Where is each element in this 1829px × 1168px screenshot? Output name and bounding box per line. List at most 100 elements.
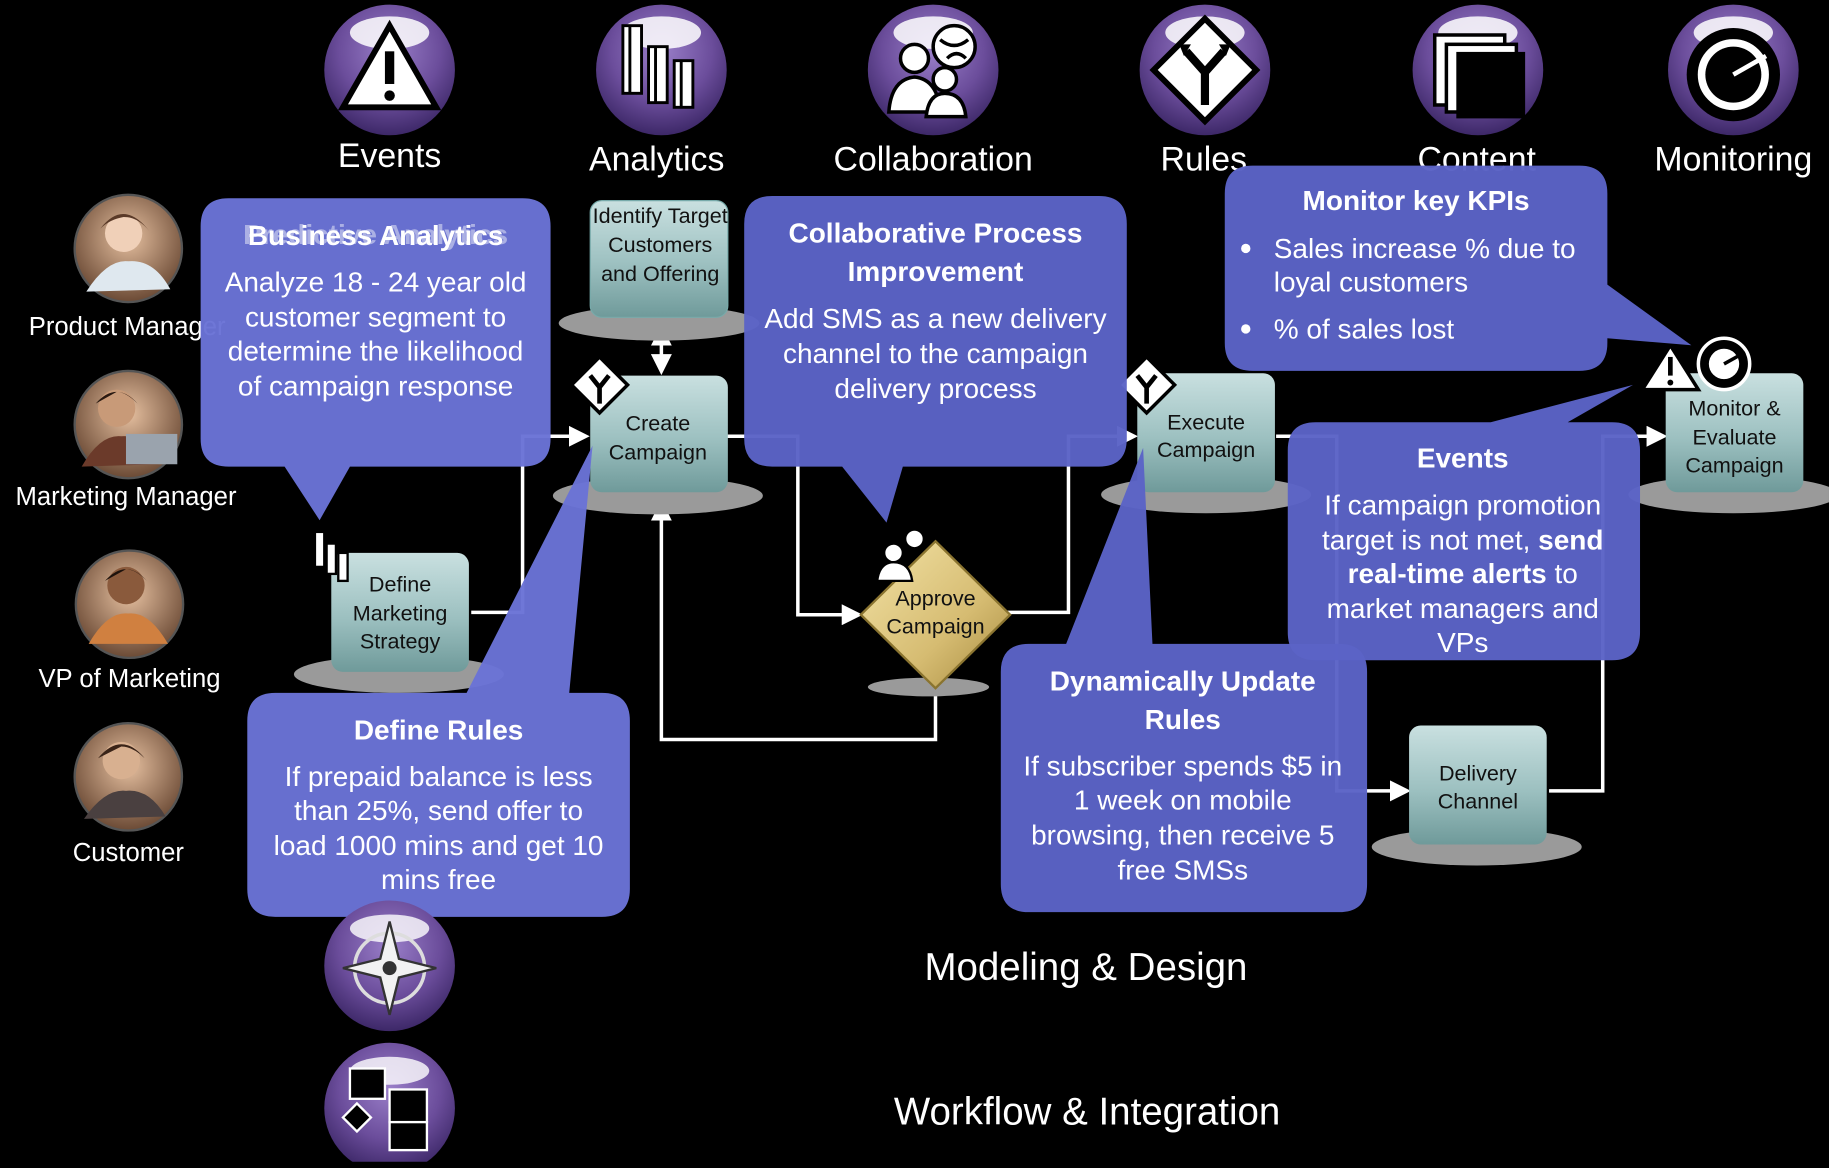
callout-line: % of sales lost [1274, 313, 1455, 344]
rules-badge-icon [569, 354, 631, 416]
category-rules[interactable]: Rules [1139, 4, 1271, 179]
callout-title: Monitor key KPIs [1303, 185, 1530, 216]
persona-label: Customer [73, 839, 185, 867]
callout-line: If campaign promotion [1324, 489, 1601, 520]
callout-line: than 25%, send offer to [294, 795, 583, 826]
callout-line: delivery process [834, 373, 1036, 404]
node-execute-campaign[interactable]: Execute Campaign [1101, 354, 1312, 514]
persona-label: Product Manager [29, 313, 226, 341]
callout-line: real-time alerts to [1348, 558, 1578, 589]
callout-title: Events [1417, 443, 1509, 474]
people-globe-icon [886, 23, 977, 119]
node-label: Strategy [360, 629, 441, 654]
callout-business-analytics: Predictive Analytics Business Analytics … [200, 198, 551, 521]
gauge-icon [1686, 27, 1781, 122]
callout-line: determine the likelihood [228, 335, 524, 366]
warning-badge-icon [1639, 341, 1702, 392]
avatar [81, 389, 178, 467]
category-label: Events [338, 137, 441, 175]
analytics-badge-icon [313, 530, 349, 583]
callout-line: channel to the campaign [783, 338, 1088, 369]
callout-line: Sales increase % due to [1274, 233, 1576, 264]
persona-label: Marketing Manager [15, 483, 236, 511]
callout-line: target is not met, send [1322, 524, 1604, 555]
node-create-campaign[interactable]: Create Campaign [552, 354, 763, 515]
workflow-blocks-icon [341, 1067, 429, 1152]
fork-road-sign-icon [1149, 14, 1261, 126]
node-label: Campaign [886, 613, 984, 638]
callout-line: of campaign response [238, 370, 513, 401]
callout-title: Define Rules [354, 715, 524, 746]
callout-title: Improvement [848, 256, 1024, 287]
category-label: Monitoring [1654, 140, 1812, 178]
callout-line: market managers and [1327, 593, 1599, 624]
category-events[interactable]: Events [324, 4, 455, 175]
bullet-icon [1241, 243, 1251, 254]
callout-title: Collaborative Process [789, 218, 1083, 249]
persona-product-manager[interactable]: Product Manager [29, 193, 226, 341]
rules-badge-icon [1116, 354, 1178, 416]
category-label: Modeling & Design [924, 946, 1247, 989]
callout-collaborative-process: Collaborative Process Improvement Add SM… [744, 195, 1127, 523]
collaboration-badge-icon [875, 528, 925, 583]
callout-ghost-title: Predictive Analytics [243, 219, 508, 250]
callout-define-rules: Define Rules If prepaid balance is less … [247, 445, 630, 917]
gauge-badge-icon [1696, 336, 1752, 392]
callout-line: load 1000 mins and get 10 [274, 830, 604, 861]
node-label: Campaign [609, 440, 707, 465]
compass-icon [342, 921, 437, 1016]
category-label: Collaboration [834, 140, 1033, 178]
category-label: Workflow & Integration [894, 1090, 1280, 1133]
node-label: Campaign [1685, 452, 1783, 477]
node-label: Execute [1167, 409, 1245, 434]
callout-line: loyal customers [1274, 267, 1468, 298]
category-workflow-integration[interactable]: Workflow & Integration [324, 1042, 1280, 1168]
callout-line: VPs [1437, 627, 1488, 658]
node-approve-campaign[interactable]: Approve Campaign [859, 528, 1012, 697]
node-label: and Offering [601, 261, 719, 286]
persona-customer[interactable]: Customer [73, 722, 185, 867]
persona-label: VP of Marketing [38, 665, 220, 693]
callout-line: mins free [381, 864, 496, 895]
category-modeling-design[interactable]: Modeling & Design [324, 900, 1247, 1032]
callout-line: 1 week on mobile [1074, 785, 1292, 816]
callout-dynamic-rules: Dynamically Update Rules If subscriber s… [1000, 447, 1368, 913]
category-collaboration[interactable]: Collaboration [834, 4, 1033, 179]
folders-icon [1432, 33, 1526, 119]
callout-line: customer segment to [245, 302, 506, 333]
category-label: Analytics [589, 140, 724, 178]
persona-vp-of-marketing[interactable]: VP of Marketing [38, 549, 221, 693]
node-label: Customers [608, 232, 712, 257]
callout-line: Analyze 18 - 24 year old [225, 267, 527, 298]
warning-triangle-icon [337, 19, 442, 111]
callout-line: If subscriber spends $5 in [1023, 751, 1342, 782]
node-label: Evaluate [1693, 424, 1777, 449]
node-label: Identify Target [593, 203, 728, 228]
category-analytics[interactable]: Analytics [589, 4, 727, 179]
node-label: Delivery [1439, 760, 1517, 785]
callout-line: free SMSs [1117, 855, 1248, 886]
category-content[interactable]: Content [1412, 4, 1544, 179]
node-identify-target[interactable]: Identify Target Customers and Offering [558, 200, 760, 341]
callout-line: Add SMS as a new delivery [764, 303, 1106, 334]
category-monitoring[interactable]: Monitoring [1654, 4, 1812, 179]
avatar [88, 566, 168, 644]
node-label: Define [369, 571, 431, 596]
node-label: Create [626, 410, 691, 435]
node-delivery-channel[interactable]: Delivery Channel [1371, 725, 1582, 866]
node-monitor-evaluate[interactable]: Monitor & Evaluate Campaign [1628, 336, 1829, 514]
callout-line: browsing, then receive 5 [1031, 820, 1334, 851]
bullet-icon [1241, 324, 1251, 334]
callout-title: Rules [1145, 704, 1221, 735]
node-label: Approve [895, 585, 975, 610]
node-define-marketing-strategy[interactable]: Define Marketing Strategy [293, 530, 504, 693]
callout-events: Events If campaign promotion target is n… [1287, 384, 1641, 661]
callout-title: Business Analytics [248, 220, 504, 251]
avatar [83, 741, 166, 819]
node-label: Marketing [353, 601, 448, 626]
persona-marketing-manager[interactable]: Marketing Manager [15, 369, 237, 511]
avatar [86, 214, 171, 292]
callout-title: Dynamically Update [1050, 666, 1316, 697]
callout-line: If prepaid balance is less [285, 761, 593, 792]
